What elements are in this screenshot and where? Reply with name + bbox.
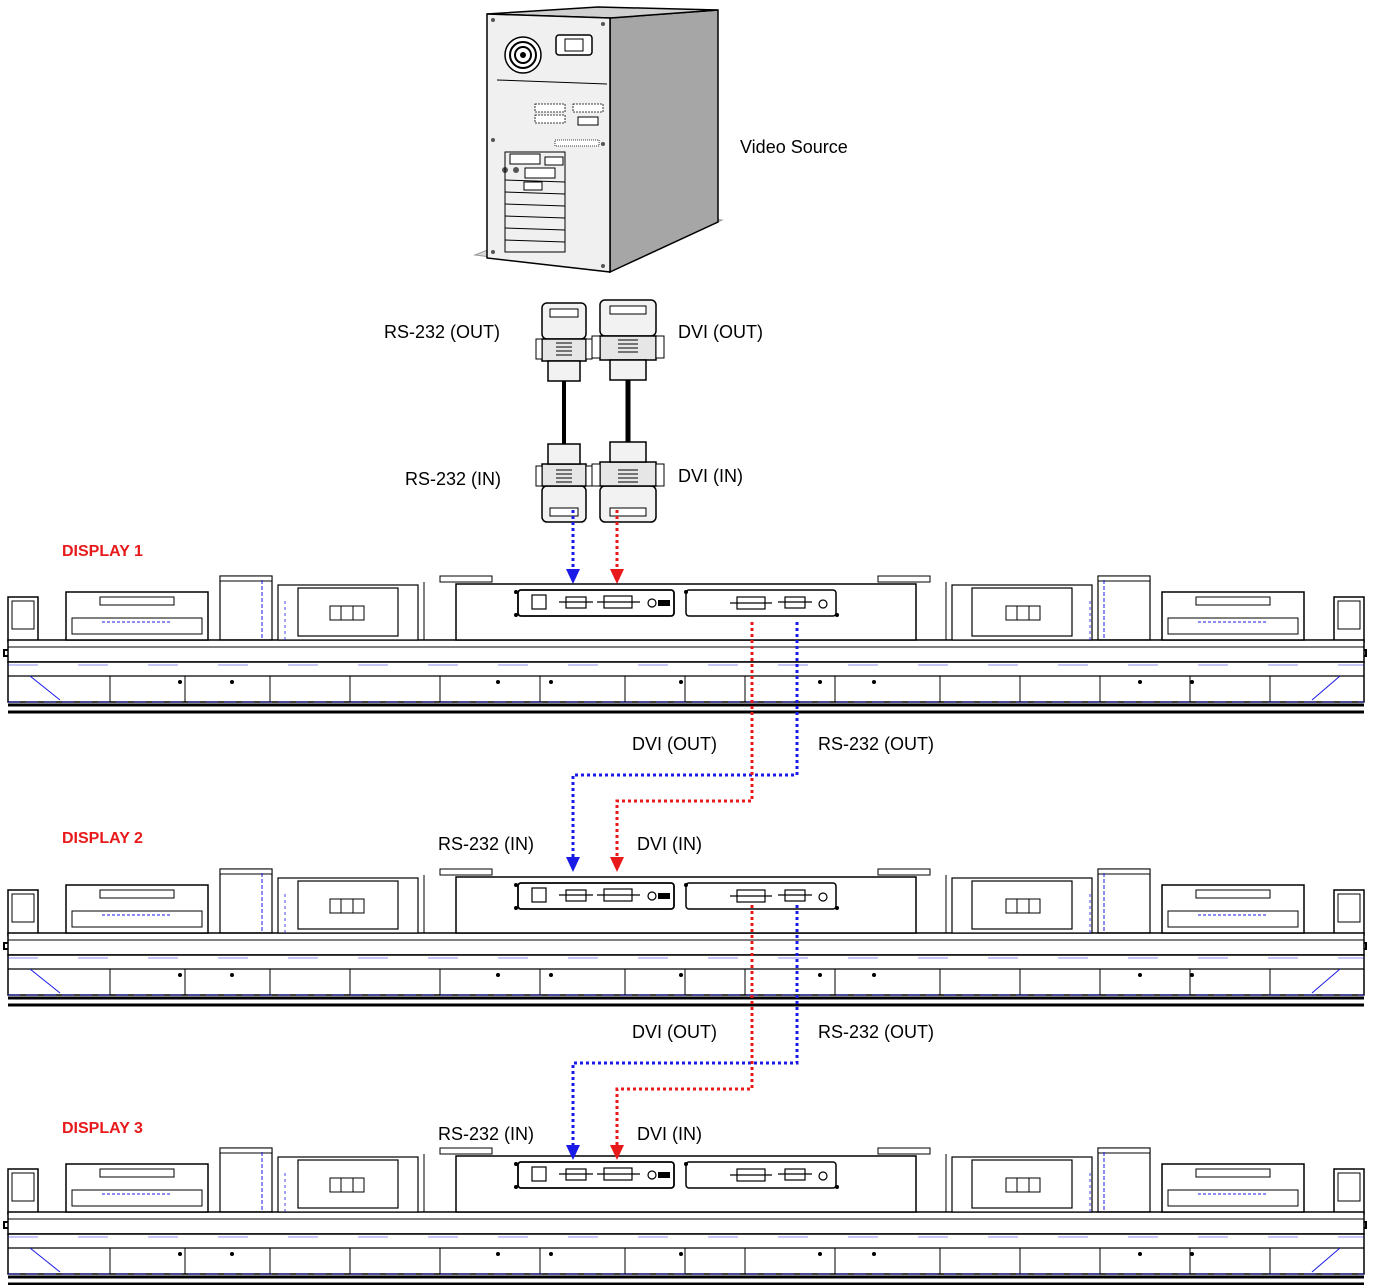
link-1-rs232-out-label: RS-232 (OUT) (818, 734, 934, 754)
link-2-dvi-out-label: DVI (OUT) (632, 1022, 717, 1042)
display-3-rs232-in-label: RS-232 (IN) (438, 1124, 534, 1144)
cable-dvi-out-label: DVI (OUT) (678, 322, 763, 342)
cable-rs232-out-label: RS-232 (OUT) (384, 322, 500, 342)
cable-dvi-in-label: DVI (IN) (678, 466, 743, 486)
display-2: DISPLAY 2 RS-232 (IN) DVI (IN) (2, 830, 1368, 1007)
link-2-rs232-out-label: RS-232 (OUT) (818, 1022, 934, 1042)
computer-tower-icon (473, 6, 724, 274)
link-display-1-to-2: DVI (OUT) RS-232 (OUT) (566, 622, 934, 872)
link-1-dvi-out-label: DVI (OUT) (632, 734, 717, 754)
link-display-2-to-3: DVI (OUT) RS-232 (OUT) (566, 905, 934, 1160)
display-panel-icon (2, 867, 1368, 1007)
display-2-dvi-in-label: DVI (IN) (637, 834, 702, 854)
arrow-rs232-to-display-1 (566, 510, 580, 584)
arrow-dvi-to-display-1 (610, 510, 624, 584)
rs232-cable (535, 302, 593, 523)
display-panel-icon (2, 1146, 1368, 1285)
dvi-connector-icon (591, 441, 665, 523)
display-2-label: DISPLAY 2 (62, 830, 143, 847)
rs232-connector-icon (535, 302, 593, 382)
rs232-connector-icon (535, 443, 593, 523)
dvi-connector-icon (591, 299, 665, 381)
display-3-dvi-in-label: DVI (IN) (637, 1124, 702, 1144)
display-2-rs232-in-label: RS-232 (IN) (438, 834, 534, 854)
video-source-label: Video Source (740, 137, 848, 157)
cable-rs232-in-label: RS-232 (IN) (405, 469, 501, 489)
display-3: DISPLAY 3 RS-232 (IN) DVI (IN) (2, 1120, 1368, 1285)
display-1-label: DISPLAY 1 (62, 543, 143, 560)
dvi-cable (591, 299, 665, 523)
display-panel-icon (2, 574, 1368, 714)
display-1: DISPLAY 1 (2, 543, 1368, 714)
display-3-label: DISPLAY 3 (62, 1120, 143, 1137)
